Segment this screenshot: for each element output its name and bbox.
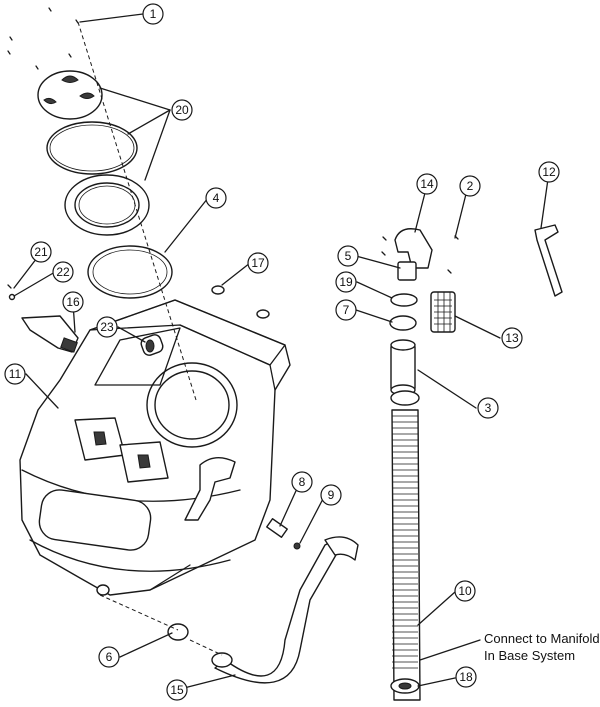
hex-wrench [534, 224, 563, 297]
alignment-lines [77, 21, 223, 656]
lid-gasket [46, 121, 138, 175]
callout-16: 16 [62, 291, 84, 313]
svg-text:16: 16 [66, 295, 80, 309]
svg-text:20: 20 [175, 103, 189, 117]
riser-stack [381, 228, 459, 701]
svg-text:22: 22 [56, 265, 70, 279]
callout-3: 3 [477, 397, 499, 419]
callout-6: 6 [98, 646, 120, 668]
lid-screws [7, 7, 79, 70]
callout-18: 18 [455, 666, 477, 688]
svg-text:23: 23 [100, 320, 114, 334]
note-line-1: Connect to Manifold [484, 631, 600, 646]
latch-clip [7, 284, 79, 353]
callout-5: 5 [337, 245, 359, 267]
svg-text:21: 21 [34, 245, 48, 259]
svg-text:14: 14 [420, 177, 434, 191]
callout-1: 1 [142, 3, 164, 25]
callout-4: 4 [205, 187, 227, 209]
svg-text:8: 8 [299, 475, 306, 489]
svg-text:19: 19 [339, 275, 353, 289]
callout-9: 9 [320, 484, 342, 506]
tank-gasket [87, 245, 173, 299]
callout-21: 21 [30, 241, 52, 263]
svg-text:13: 13 [505, 331, 519, 345]
callout-10: 10 [454, 580, 476, 602]
callout-17: 17 [247, 252, 269, 274]
callout-2: 2 [459, 175, 481, 197]
svg-text:4: 4 [213, 191, 220, 205]
tank-recess [38, 489, 152, 551]
svg-text:6: 6 [106, 650, 113, 664]
svg-text:9: 9 [328, 488, 335, 502]
svg-text:10: 10 [458, 584, 472, 598]
callout-23: 23 [96, 316, 118, 338]
callout-22: 22 [52, 261, 74, 283]
callout-13: 13 [501, 327, 523, 349]
svg-text:12: 12 [542, 165, 556, 179]
callout-8: 8 [291, 471, 313, 493]
leader-lines [13, 13, 550, 689]
note-line-2: In Base System [484, 648, 575, 663]
svg-text:7: 7 [343, 303, 350, 317]
plug [211, 285, 270, 319]
lid-handle-hole [61, 75, 79, 83]
svg-text:2: 2 [467, 179, 474, 193]
svg-text:5: 5 [345, 249, 352, 263]
lid-cover [37, 70, 103, 120]
svg-text:15: 15 [170, 683, 184, 697]
callout-7: 7 [335, 299, 357, 321]
svg-text:17: 17 [251, 256, 265, 270]
callout-19: 19 [335, 271, 357, 293]
drain-hose [211, 536, 359, 684]
callout-15: 15 [166, 679, 188, 701]
callout-11: 11 [4, 363, 26, 385]
inlet-fitting [140, 334, 164, 356]
svg-text:1: 1 [150, 7, 157, 21]
callout-12: 12 [538, 161, 560, 183]
callout-14: 14 [416, 173, 438, 195]
lid-assembly [7, 7, 150, 236]
svg-text:18: 18 [459, 670, 473, 684]
svg-text:3: 3 [485, 401, 492, 415]
recovery-tank [19, 299, 291, 596]
barb-fitting [266, 518, 301, 550]
callout-20: 20 [171, 99, 193, 121]
manifold-note: Connect to Manifold In Base System [484, 631, 600, 663]
svg-text:11: 11 [9, 367, 22, 381]
